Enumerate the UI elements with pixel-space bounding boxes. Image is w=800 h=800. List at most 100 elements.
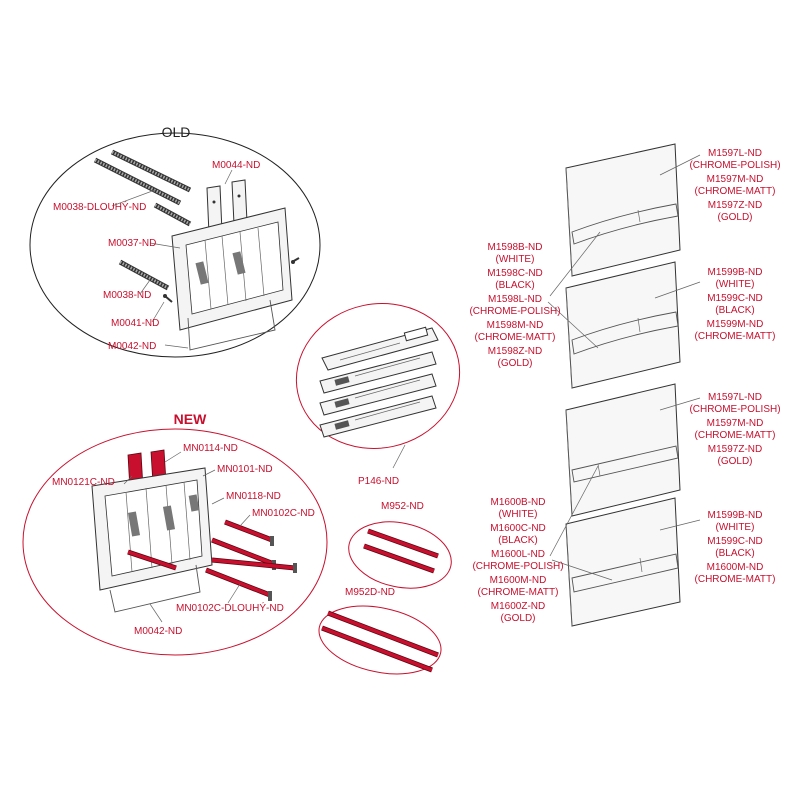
label-m952: M952-ND: [381, 501, 424, 512]
plate-3-label-4: M1597Z-ND: [708, 444, 762, 455]
plates-1-2-label-4: M1598L-ND: [488, 294, 542, 305]
p146-plate-1: [321, 326, 439, 371]
plate-3-label-1: (CHROME-POLISH): [689, 404, 780, 415]
flush-plate-4: [565, 497, 681, 627]
label-m0038: M0038-ND: [103, 290, 151, 301]
plates-1-2-label-6: M1598M-ND: [487, 320, 544, 331]
plates-1-2-label-1: (WHITE): [496, 254, 535, 265]
m952-group-outline: [348, 521, 452, 589]
label-m0042-new: M0042-ND: [134, 626, 182, 637]
plate-2-labels: M1599B-ND (WHITE) M1599C-ND (BLACK) M159…: [695, 267, 776, 342]
plates-3-4-label-5: (CHROME-POLISH): [472, 561, 563, 572]
label-mn0102c-long: MN0102C-DLOUHÝ-ND: [176, 601, 284, 614]
new-rod-mn0102c-a: [224, 519, 274, 546]
plates-3-4-label-2: M1600C-ND: [490, 523, 546, 534]
plate-1-label-2: M1597M-ND: [707, 174, 764, 185]
plates-1-2-label-0: M1598B-ND: [487, 242, 542, 253]
m952d-rod-a: [327, 610, 439, 658]
plate-1-labels: M1597L-ND (CHROME-POLISH) M1597M-ND (CHR…: [689, 148, 780, 223]
m952d-group-outline: [318, 605, 442, 675]
plates-3-4-label-3: (BLACK): [498, 535, 537, 546]
plates-3-4-label-9: (GOLD): [501, 613, 536, 624]
plate-3-label-5: (GOLD): [718, 456, 753, 467]
plate-3-label-2: M1597M-ND: [707, 418, 764, 429]
label-mn0102c: MN0102C-ND: [252, 508, 315, 519]
plate-4-label-4: M1600M-ND: [707, 562, 764, 573]
m952-group: M952-ND: [348, 501, 452, 589]
new-rod-mn0102c-long-a: [211, 557, 297, 573]
old-screw-m0041: [163, 294, 173, 303]
old-rod-m0038-long-a: [110, 149, 192, 193]
plate-4-label-3: (BLACK): [715, 548, 754, 559]
old-frame-m0037: [171, 207, 293, 351]
new-group-outline: [22, 428, 328, 656]
plates-3-4-label-8: M1600Z-ND: [491, 601, 545, 612]
p146-group-outline: [295, 303, 461, 449]
label-mn0101: MN0101-ND: [217, 464, 273, 475]
plates-1-2-label-8: M1598Z-ND: [488, 346, 542, 357]
plate-1-label-3: (CHROME-MATT): [695, 186, 776, 197]
plate-1-label-5: (GOLD): [718, 212, 753, 223]
m952d-rod-b: [321, 625, 433, 673]
plates-3-4-label-0: M1600B-ND: [490, 497, 545, 508]
new-group-title: NEW: [174, 411, 207, 427]
old-rod-m0038: [118, 259, 170, 291]
label-m952d: M952D-ND: [345, 587, 395, 598]
label-mn0118: MN0118-ND: [226, 491, 281, 502]
old-group: OLD: [29, 124, 321, 358]
label-p146: P146-ND: [358, 476, 399, 487]
old-rod-mid: [153, 202, 192, 227]
plate-2-label-4: M1599M-ND: [707, 319, 764, 330]
plates-1-2-label-9: (GOLD): [498, 358, 533, 369]
plate-2-label-2: M1599C-ND: [707, 293, 763, 304]
plate-2-label-3: (BLACK): [715, 305, 754, 316]
plate-2-label-1: (WHITE): [716, 279, 755, 290]
new-frame-mn0101: [91, 467, 213, 613]
flush-plate-1: [565, 143, 681, 277]
m952-rod-a: [367, 528, 439, 559]
label-m0044: M0044-ND: [212, 160, 260, 171]
plate-1-label-1: (CHROME-POLISH): [689, 160, 780, 171]
plates-3-4-label-7: (CHROME-MATT): [478, 587, 559, 598]
label-mn0121c: MN0121C-ND: [52, 477, 115, 488]
old-rod-m0038-long-b: [93, 157, 182, 206]
plate-1-label-0: M1597L-ND: [708, 148, 762, 159]
label-m0042-old: M0042-ND: [108, 341, 156, 352]
flush-plate-2: [565, 261, 681, 389]
plates-1-2-label-2: M1598C-ND: [487, 268, 543, 279]
new-group: NEW: [22, 411, 328, 656]
plates-1-2-left-labels: M1598B-ND (WHITE) M1598C-ND (BLACK) M159…: [469, 242, 560, 369]
plates-3-4-label-4: M1600L-ND: [491, 549, 545, 560]
plates-1-2-label-3: (BLACK): [495, 280, 534, 291]
label-m0037: M0037-ND: [108, 238, 156, 249]
m952d-group: M952D-ND: [318, 587, 442, 675]
label-m0041: M0041-ND: [111, 318, 159, 329]
flush-plate-3: [565, 383, 681, 517]
label-m0038-long: M0038-DLOUHÝ-ND: [53, 200, 146, 213]
p146-plate-4: [319, 395, 437, 438]
old-screw-right: [291, 257, 300, 264]
m952-rod-b: [363, 543, 435, 574]
plate-4-label-2: M1599C-ND: [707, 536, 763, 547]
plate-3-label-3: (CHROME-MATT): [695, 430, 776, 441]
plate-2-label-5: (CHROME-MATT): [695, 331, 776, 342]
label-mn0114: MN0114-ND: [183, 443, 238, 454]
p146-group: P146-ND: [295, 303, 461, 487]
plate-4-label-5: (CHROME-MATT): [695, 574, 776, 585]
plate-4-label-1: (WHITE): [716, 522, 755, 533]
plate-2-label-0: M1599B-ND: [707, 267, 762, 278]
new-rod-mn0118: [127, 549, 177, 571]
old-group-outline: [29, 132, 321, 358]
plate-3-labels: M1597L-ND (CHROME-POLISH) M1597M-ND (CHR…: [689, 392, 780, 467]
plates-3-4-label-6: M1600M-ND: [490, 575, 547, 586]
plate-3-label-0: M1597L-ND: [708, 392, 762, 403]
plates-1-2-label-5: (CHROME-POLISH): [469, 306, 560, 317]
plate-4-labels: M1599B-ND (WHITE) M1599C-ND (BLACK) M160…: [695, 510, 776, 585]
p146-plate-3: [319, 373, 437, 416]
new-rod-mn0102c-long-b: [205, 567, 272, 601]
plates-3-4-left-labels: M1600B-ND (WHITE) M1600C-ND (BLACK) M160…: [472, 497, 563, 624]
plate-4-label-0: M1599B-ND: [707, 510, 762, 521]
plate-1-label-4: M1597Z-ND: [708, 200, 762, 211]
old-group-title: OLD: [162, 124, 191, 140]
